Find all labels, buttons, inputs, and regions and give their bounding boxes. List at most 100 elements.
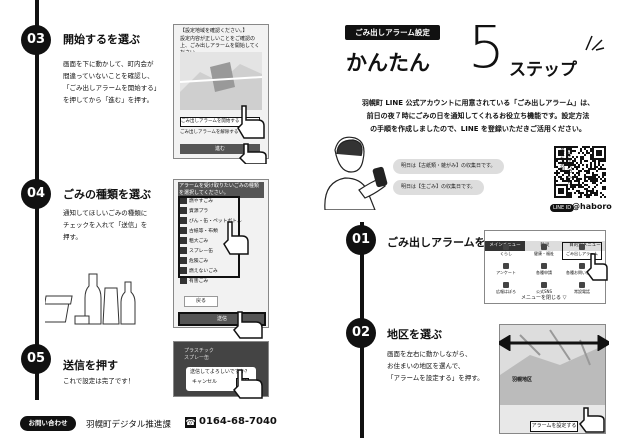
contact-badge: お問い合わせ <box>20 416 76 431</box>
menu-cell[interactable]: くらし <box>487 243 525 259</box>
menu-cell-label: 常設電話 <box>574 289 590 294</box>
sparkle-icon <box>585 35 605 51</box>
checklist-item[interactable]: 燃えないごみ <box>180 267 260 277</box>
menu-cell-icon <box>503 282 509 288</box>
qr-code[interactable] <box>554 146 606 198</box>
shot04-checklist: 燃やすごみ資源プラびん・缶・ペットボトル古紙等・布類粗大ごみスプレー缶危険ごみ燃… <box>180 197 260 287</box>
menu-cell-icon <box>503 244 509 250</box>
step-number-04: 04 <box>21 179 51 209</box>
menu-cell-label: くらし <box>500 251 512 256</box>
checklist-item[interactable]: 資源プラ <box>180 207 260 217</box>
menu-cell[interactable]: 健康・福祉 <box>525 243 563 259</box>
shot02-set-alarm-button[interactable]: アラームを設定する <box>530 421 578 432</box>
checklist-item-label: 燃やすごみ <box>189 199 213 204</box>
pointing-hand-icon <box>237 105 265 139</box>
checklist-item-label: 有害ごみ <box>189 279 209 284</box>
step-number-02: 02 <box>346 318 376 348</box>
menu-cell-label: ごみ出しアラーム <box>566 251 598 256</box>
screenshot-step-01: メインメニュー防災目的別メニュー くらし 健康・福祉 ごみ出しアラームアンケート各種… <box>484 230 606 304</box>
shot04-header: アラームを受け取りたいごみの種類を選択してください。 <box>178 182 264 198</box>
checklist-item[interactable]: 有害ごみ <box>180 277 260 287</box>
title-number: 5 <box>468 13 505 81</box>
step-desc-03: 画面を下に動かして、町内会が 間違っていないことを確認し、 「ごみ出しアラームを… <box>63 60 161 104</box>
menu-cell[interactable]: 広報はぼろ <box>487 281 525 297</box>
notification-bubble-1: 明日は【古紙類・雑がみ】の収集日です。 <box>393 159 504 174</box>
menu-cell[interactable]: 公式SNS <box>525 281 563 297</box>
pointing-hand-icon <box>233 311 263 339</box>
phone-icon: ☎ <box>185 417 196 428</box>
checklist-item-label: 粗大ごみ <box>189 239 209 244</box>
swipe-arrow-icon <box>499 335 609 351</box>
step-title-02: 地区を選ぶ <box>387 328 442 341</box>
checkbox-checked-icon[interactable] <box>180 267 187 274</box>
notification-bubble-2: 明日は【生ごみ】の収集日です。 <box>393 180 484 195</box>
step-title-05: 送信を押す <box>63 359 118 372</box>
checkbox-checked-icon[interactable] <box>180 247 187 254</box>
step-desc-04: 通知してほしいごみの種類に チェックを入れて「送信」を 押す。 <box>63 209 148 241</box>
shot03-option-stop[interactable]: ごみ出しアラームを解除する <box>180 129 258 137</box>
shot05-cancel-button[interactable]: キャンセル <box>192 379 218 385</box>
menu-cell-label: 広報はぼろ <box>496 289 516 294</box>
menu-close[interactable]: メニューを閉じる ▽ <box>521 295 567 301</box>
checklist-item[interactable]: 粗大ごみ <box>180 237 260 247</box>
menu-cell[interactable]: 各種お問い合わせ <box>563 262 601 278</box>
shot03-option-stop-label: ごみ出しアラームを解除する <box>180 130 239 135</box>
step-title-01: ごみ出しアラームを押す <box>387 236 508 249</box>
checkbox-checked-icon[interactable] <box>180 217 187 224</box>
step-desc-02: 画面を左右に動かしながら、 お住まいの地区を選んで、 「アラームを設定する」を押… <box>387 350 484 382</box>
checklist-item-label: 古紙等・布類 <box>189 229 218 234</box>
menu-cell-label: 各種お問い合わせ <box>566 270 598 275</box>
shot05-line-2: スプレー缶 <box>184 355 210 361</box>
checkbox-checked-icon[interactable] <box>180 227 187 234</box>
shot04-back-button[interactable]: 戻る <box>184 296 218 307</box>
line-id-badge: LINE ID <box>550 204 575 212</box>
checklist-item[interactable]: 危険ごみ <box>180 257 260 267</box>
pointing-hand-icon <box>238 143 267 164</box>
menu-cell-icon <box>579 282 585 288</box>
title-kantan: かんたん <box>346 51 430 75</box>
menu-cell-icon <box>503 263 509 269</box>
pointing-hand-icon <box>586 253 608 281</box>
checklist-item-label: スプレー缶 <box>189 249 213 254</box>
step-desc-05: これで設定は完了です！ <box>63 377 135 385</box>
menu-tabs: メインメニュー防災目的別メニュー <box>485 231 605 251</box>
menu-cell-icon <box>541 282 547 288</box>
checkbox-checked-icon[interactable] <box>180 237 187 244</box>
screenshot-step-04: アラームを受け取りたいごみの種類を選択してください。 燃やすごみ資源プラびん・缶… <box>173 179 269 328</box>
checklist-item-label: びん・缶・ペットボトル <box>189 219 242 224</box>
title-steps: ステップ <box>509 60 577 80</box>
menu-cell-icon <box>579 263 585 269</box>
menu-cell[interactable]: アンケート <box>487 262 525 278</box>
menu-cell[interactable]: 常設電話 <box>563 281 601 297</box>
menu-cell-label: 各種申請 <box>536 270 552 275</box>
menu-cell-icon <box>541 263 547 269</box>
shot03-map <box>180 52 262 110</box>
checkbox-checked-icon[interactable] <box>180 277 187 284</box>
shot02-area-label: 羽幌地区 <box>512 377 533 383</box>
contact-phone[interactable]: 0164-68-7040 <box>199 416 277 427</box>
checkbox-checked-icon[interactable] <box>180 207 187 214</box>
checklist-item[interactable]: スプレー缶 <box>180 247 260 257</box>
shot03-header: 【設定地域を確認ください。】 <box>180 28 248 34</box>
intro-text: 羽幌町 LINE 公式アカウントに用意されている「ごみ出しアラーム」は、 前日の… <box>361 99 595 133</box>
shot05-line-1: プラスチック <box>184 348 214 354</box>
checklist-item-label: 資源プラ <box>189 209 209 214</box>
pointing-hand-icon <box>223 221 249 255</box>
step-number-03: 03 <box>21 25 51 55</box>
checklist-item-label: 危険ごみ <box>189 259 209 264</box>
pointing-hand-icon <box>233 369 263 399</box>
line-id[interactable]: @haboro <box>572 202 612 211</box>
step-title-03: 開始するを選ぶ <box>63 33 140 46</box>
woman-with-phone-illustration <box>324 136 388 210</box>
menu-cell[interactable]: 各種申請 <box>525 262 563 278</box>
shot03-proceed-button[interactable]: 進む <box>180 144 260 154</box>
contact-dept: 羽幌町デジタル推進課 <box>86 420 171 430</box>
checklist-item[interactable]: 古紙等・布類 <box>180 227 260 237</box>
menu-tab[interactable]: 目的別メニュー <box>565 241 605 251</box>
checkbox-checked-icon[interactable] <box>180 257 187 264</box>
menu-cell-label: 健康・福祉 <box>534 251 554 256</box>
checklist-item[interactable]: びん・缶・ペットボトル <box>180 217 260 227</box>
checklist-item-label: 燃えないごみ <box>189 269 218 274</box>
menu-cell[interactable]: ごみ出しアラーム <box>562 242 602 260</box>
shot05-dialog-text: 送信してよろしいですか？ <box>190 369 250 375</box>
